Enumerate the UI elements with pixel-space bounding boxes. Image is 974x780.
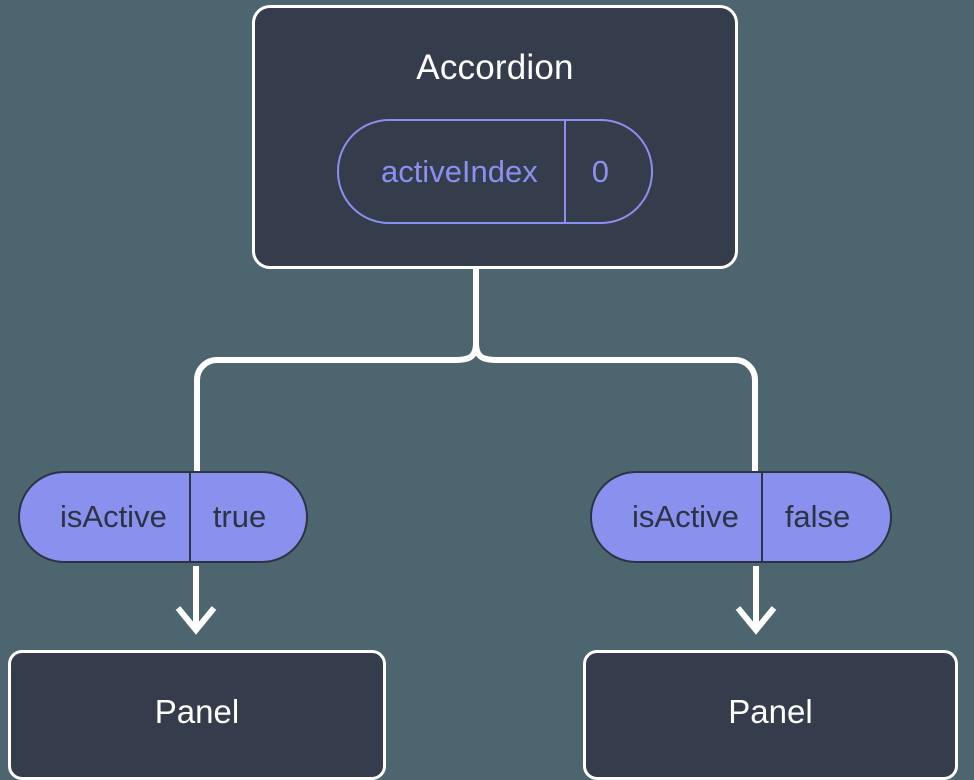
connector-branch-right bbox=[473, 342, 758, 471]
prop-pill-right-value: false bbox=[784, 499, 851, 534]
panel-title-right: Panel bbox=[728, 692, 813, 730]
accordion-component-node[interactable]: Accordion activeIndex 0 bbox=[252, 5, 738, 269]
prop-pill-right-key: isActive bbox=[632, 499, 739, 534]
pill-divider bbox=[760, 473, 763, 561]
panel-title-left: Panel bbox=[154, 692, 240, 730]
pill-divider bbox=[188, 473, 191, 561]
prop-pill-right-isactive[interactable]: isActive false bbox=[590, 471, 893, 563]
arrow-left-head-icon bbox=[175, 606, 217, 635]
connector-branch-left bbox=[194, 342, 479, 471]
accordion-state-key: activeIndex bbox=[380, 153, 538, 189]
prop-pill-left-value: true bbox=[212, 499, 267, 534]
arrow-right-head-icon bbox=[735, 606, 777, 635]
panel-component-node-right[interactable]: Panel bbox=[583, 650, 958, 780]
accordion-title: Accordion bbox=[416, 48, 574, 87]
accordion-state-value: 0 bbox=[591, 153, 610, 189]
prop-pill-left-key: isActive bbox=[60, 499, 167, 534]
prop-pill-left-isactive[interactable]: isActive true bbox=[18, 471, 309, 563]
panel-component-node-left[interactable]: Panel bbox=[8, 650, 386, 780]
accordion-state-pill[interactable]: activeIndex 0 bbox=[336, 119, 654, 224]
pill-divider bbox=[563, 121, 566, 222]
